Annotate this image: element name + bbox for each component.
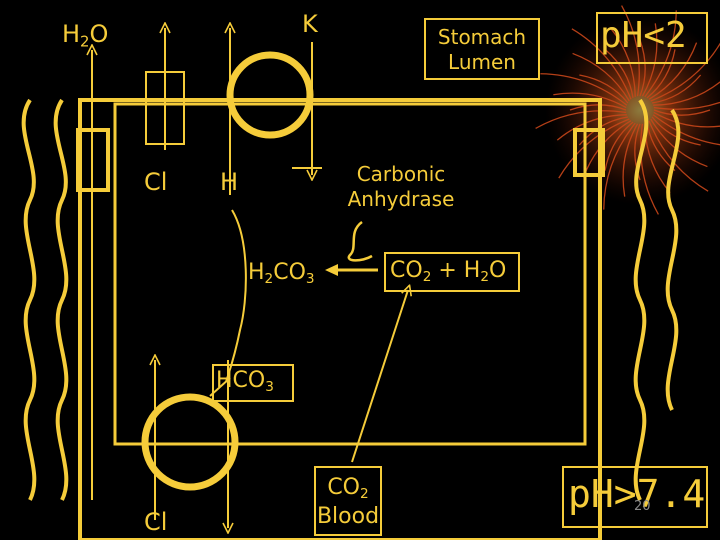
hydrogen-link [225, 209, 247, 383]
water-o2: O [489, 258, 507, 283]
starburst-ray [535, 110, 627, 129]
starburst-ray [609, 26, 636, 97]
ph-lumen-box [596, 12, 708, 64]
water-o: O [89, 20, 109, 48]
starburst-ray [644, 10, 677, 98]
starburst-ray [652, 74, 702, 104]
hydrogen-label: H [220, 168, 239, 196]
potassium-label: K [302, 10, 318, 38]
co2-sub: 2 [422, 269, 432, 286]
ph-blood-box [562, 466, 708, 528]
starburst-ray [640, 123, 659, 215]
bicarbonate-hco: HCO [216, 368, 266, 393]
starburst-ray [556, 114, 627, 141]
carbonic-acid-co-sub: 3 [305, 271, 315, 288]
starburst-ray [639, 39, 646, 97]
co2-blood-sub: 2 [360, 486, 369, 503]
starburst-ray [653, 101, 720, 110]
carbonic-acid-h-sub: 2 [264, 271, 274, 288]
bicarbonate-label: HCO3 [216, 370, 274, 395]
starburst-ray [646, 49, 676, 99]
stomach-lumen-box [424, 18, 540, 80]
stomach-lumen-line2: Lumen [448, 50, 516, 74]
bicarbonate-sub: 3 [265, 379, 274, 396]
bicarbonate-box [212, 364, 294, 402]
right-membrane-inner [665, 108, 681, 411]
cell-wall-inner [113, 102, 587, 446]
plus-sign: + [431, 258, 464, 283]
chloride-top-label: Cl [144, 168, 168, 196]
starburst-ray [553, 92, 627, 109]
water-h2-sub: 2 [480, 269, 489, 286]
chloride-bottom-label: Cl [144, 508, 168, 536]
co2-blood-line1: CO2 [314, 474, 382, 503]
starburst-ray [603, 122, 636, 210]
carbonic-acid-h: H [248, 260, 265, 285]
right-membrane [633, 98, 649, 501]
stomach-lumen-label: Stomach Lumen [424, 25, 540, 75]
carbonic-acid-co: CO [273, 260, 306, 285]
starburst-ray [651, 116, 701, 146]
carbonic-acid-label: H2CO3 [248, 262, 315, 287]
co2-blood-line2: Blood [316, 504, 380, 530]
co2-blood-box [314, 466, 382, 536]
co2-blood-arrow [351, 290, 408, 463]
stomach-lumen-line1: Stomach [437, 25, 527, 49]
cell-wall-outer [78, 98, 602, 540]
co2-water-label: CO2 + H2O [390, 260, 506, 285]
water-label: H2O [62, 22, 108, 49]
co2-blood-label: CO2 Blood [314, 474, 382, 531]
starburst-ray [653, 109, 711, 116]
starburst-ray [572, 52, 630, 102]
bicarbonate-exchanger [141, 393, 239, 491]
squiggle-arrow-icon [347, 220, 373, 262]
starburst-ray [653, 81, 720, 106]
starburst-ray [650, 42, 720, 102]
left-membrane-inner [53, 98, 69, 501]
starburst-ray [622, 123, 639, 197]
water-sub: 2 [80, 32, 90, 51]
starburst-ray [652, 114, 720, 146]
starburst-ray [641, 23, 658, 97]
water-h2: H [463, 258, 481, 283]
starburst-ray [604, 121, 634, 171]
ph-blood-label: pH>7.4 [568, 472, 706, 516]
starburst-ray [648, 42, 698, 100]
starburst-ray [579, 74, 629, 104]
starburst-ray [571, 28, 632, 100]
junction-pillar-right [573, 128, 605, 177]
carbonic-anhydrase-line1: Carbonic [356, 162, 446, 186]
starburst-ray [540, 73, 628, 106]
ph-lumen-label: pH<2 [600, 15, 687, 56]
co2-blood-co: CO [327, 475, 360, 500]
carbonic-anhydrase-label: Carbonic Anhydrase [330, 162, 472, 212]
co2-water-box [384, 252, 520, 292]
starburst-ray [558, 118, 630, 179]
starburst-ray [604, 48, 634, 98]
left-membrane-outer [21, 98, 37, 501]
carbonic-anhydrase-line2: Anhydrase [347, 187, 455, 211]
page-number: 20 [634, 499, 651, 514]
co2-co: CO [390, 258, 423, 283]
proton-pump [226, 51, 314, 139]
water-h: H [62, 20, 81, 48]
